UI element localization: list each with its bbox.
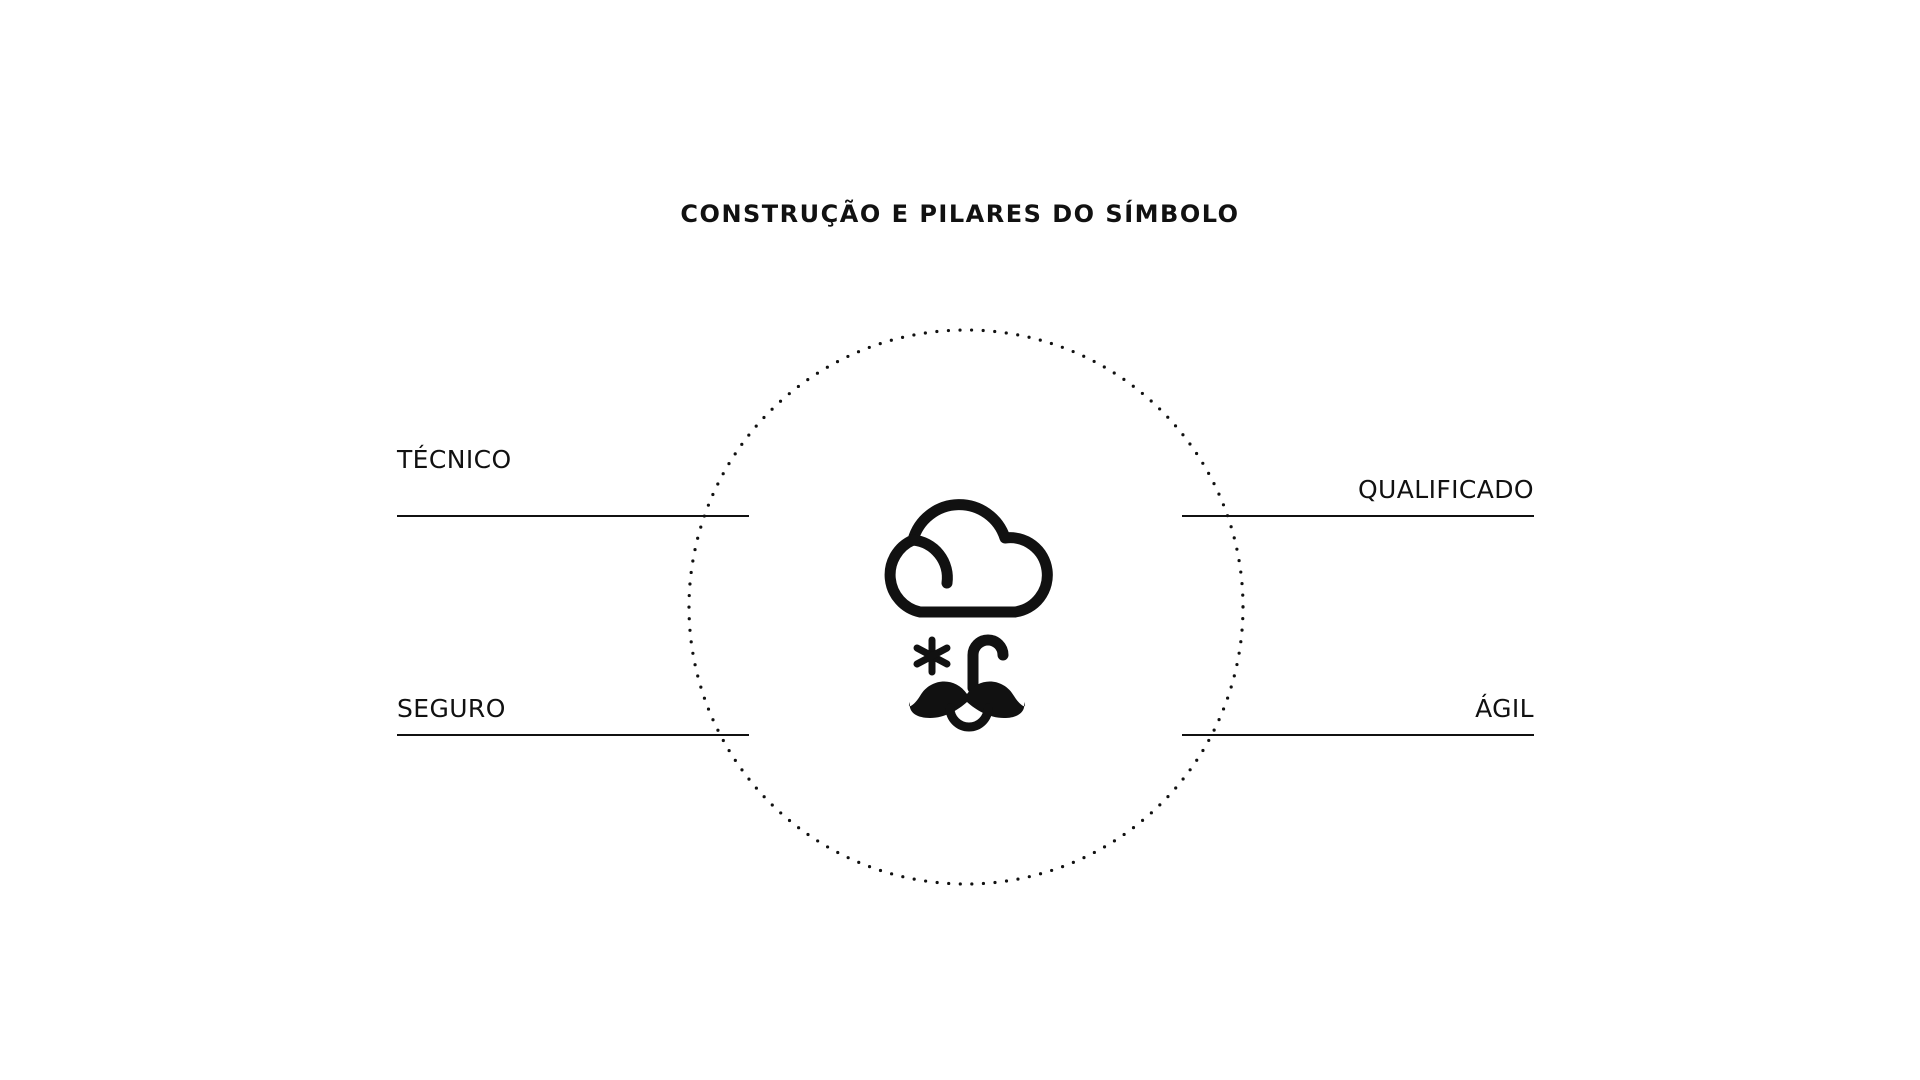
pillar-label-seguro: SEGURO	[397, 694, 506, 723]
cloud-inner-curl	[907, 534, 953, 589]
pillar-label-agil: ÁGIL	[1475, 694, 1534, 723]
pillar-label-tecnico: TÉCNICO	[397, 445, 512, 474]
pillar-rule-agil	[1182, 734, 1534, 736]
pillar-rule-tecnico	[397, 515, 749, 517]
asterisk-icon	[913, 636, 951, 676]
cloud-icon	[884, 499, 1053, 618]
mustache-icon	[908, 681, 1026, 718]
pillar-label-qualificado: QUALIFICADO	[1357, 475, 1534, 504]
chin-arc	[945, 703, 993, 732]
hook-stem	[967, 634, 1009, 694]
pillar-rule-qualificado	[1182, 515, 1534, 517]
diagram-title: CONSTRUÇÃO E PILARES DO SÍMBOLO	[680, 200, 1240, 228]
logo-symbol	[884, 499, 1053, 732]
pillar-rule-seguro	[397, 734, 749, 736]
dotted-guide-circle	[687, 328, 1245, 886]
